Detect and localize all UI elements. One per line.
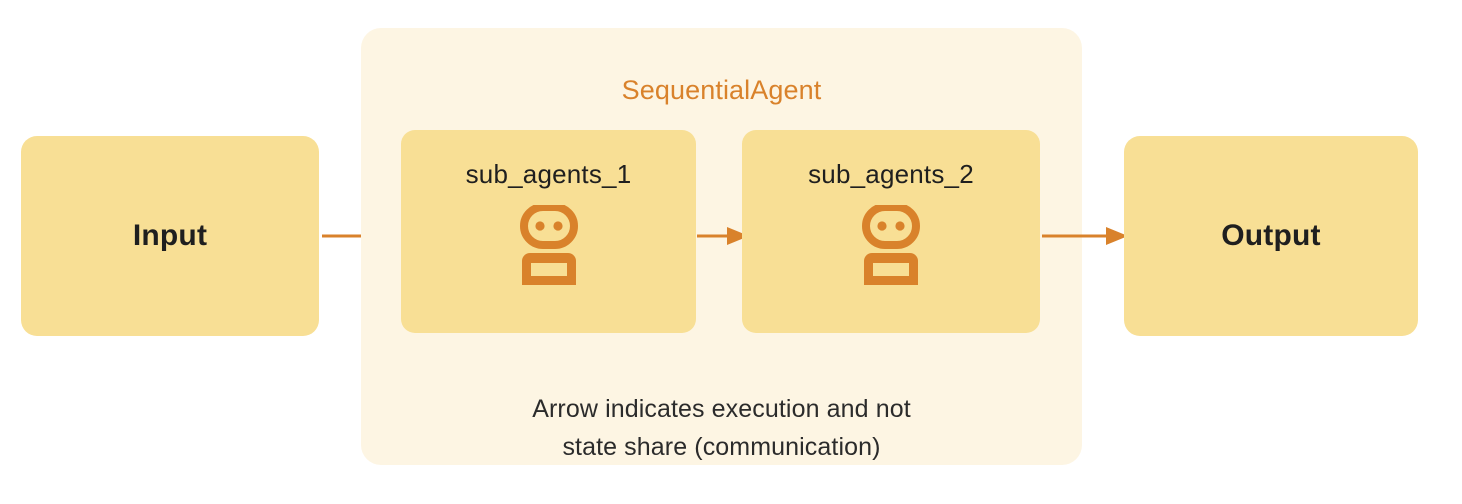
caption-line-2: state share (communication) [562,433,881,461]
arrow-subagent-2-to-output [1042,224,1128,248]
container-title: SequentialAgent [621,75,822,105]
sub-agent-2-label: sub_agents_2 [808,159,974,189]
output-label: Output [1221,219,1321,252]
container-caption: Arrow indicates execution and not state … [361,390,1082,466]
output-node[interactable]: Output [1124,136,1418,336]
arrow-subagent-1-to-subagent-2 [697,224,749,248]
robot-icon [862,205,920,285]
input-node[interactable]: Input [21,136,319,336]
sub-agent-node-1[interactable]: sub_agents_1 [401,130,696,333]
sub-agent-1-label: sub_agents_1 [465,159,632,189]
sub-agent-node-2[interactable]: sub_agents_2 [742,130,1040,333]
robot-icon [519,205,578,285]
input-label: Input [132,219,208,252]
caption-line-1: Arrow indicates execution and not [532,395,911,423]
sequential-agent-container: SequentialAgent sub_agents_1 sub_age [361,28,1082,465]
